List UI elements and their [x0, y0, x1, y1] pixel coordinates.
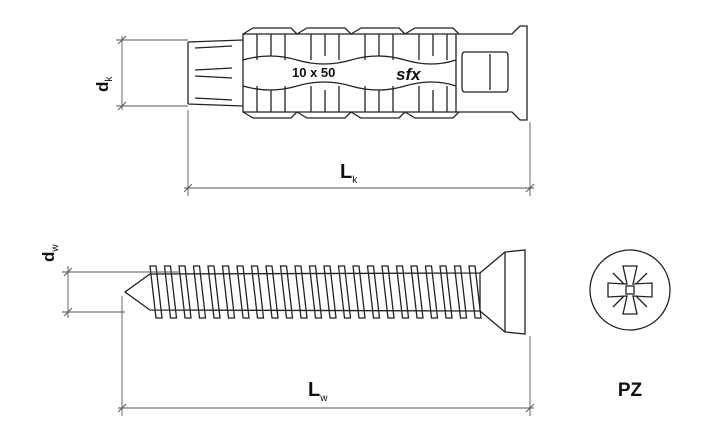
dowel-rib — [404, 27, 460, 119]
lw-subscript: w — [319, 393, 328, 404]
screw-thread — [308, 265, 323, 319]
screw-thread — [163, 265, 178, 319]
dk-subscript: k — [104, 76, 115, 82]
dowel-length-dimension: Lk — [183, 110, 535, 196]
lk-label: L — [340, 161, 352, 183]
screw-thread — [221, 265, 236, 319]
screw-thread — [366, 265, 381, 319]
dw-subscript: w — [50, 244, 61, 253]
screw-thread — [453, 265, 468, 319]
screw-length-dimension: Lw — [117, 296, 535, 416]
screw-thread — [352, 265, 366, 319]
dowel-rib — [242, 27, 298, 119]
screw-thread — [149, 265, 163, 319]
screw-thread — [236, 265, 250, 319]
screw-thread — [424, 265, 439, 319]
screw-thread — [250, 265, 265, 319]
wall-plug-drawing: 10 x 50 sfx — [187, 25, 528, 121]
screw-thread — [323, 265, 337, 319]
pozidriv-head-icon — [589, 249, 671, 331]
screw-drawing — [123, 249, 526, 335]
screw-thread — [207, 265, 221, 319]
dw-label: d — [39, 252, 58, 262]
screw-thread — [279, 265, 294, 319]
screw-thread — [439, 265, 453, 319]
dowel-diameter-dimension: dk — [93, 35, 188, 111]
dk-label: d — [93, 82, 112, 92]
dowel-brand-marking: sfx — [396, 65, 422, 84]
svg-text:dw: dw — [39, 244, 61, 262]
screw-thread — [468, 265, 482, 319]
svg-text:dk: dk — [93, 76, 115, 92]
lw-label: L — [308, 379, 320, 401]
dowel-rib — [350, 27, 406, 119]
screw-thread — [337, 265, 352, 319]
drive-type-label: PZ — [618, 380, 643, 401]
dowel-rib — [296, 27, 352, 119]
screw-thread — [381, 265, 395, 319]
screw-thread — [178, 265, 192, 319]
svg-text:Lk: Lk — [340, 161, 358, 186]
screw-thread — [410, 265, 424, 319]
screw-thread — [192, 265, 207, 319]
lk-subscript: k — [352, 175, 358, 186]
dowel-size-marking: 10 x 50 — [292, 65, 335, 80]
screw-thread — [294, 265, 308, 319]
svg-text:Lw: Lw — [308, 379, 328, 404]
screw-thread — [395, 265, 410, 319]
screw-thread — [265, 265, 279, 319]
screw-diameter-dimension: dw — [39, 244, 180, 318]
